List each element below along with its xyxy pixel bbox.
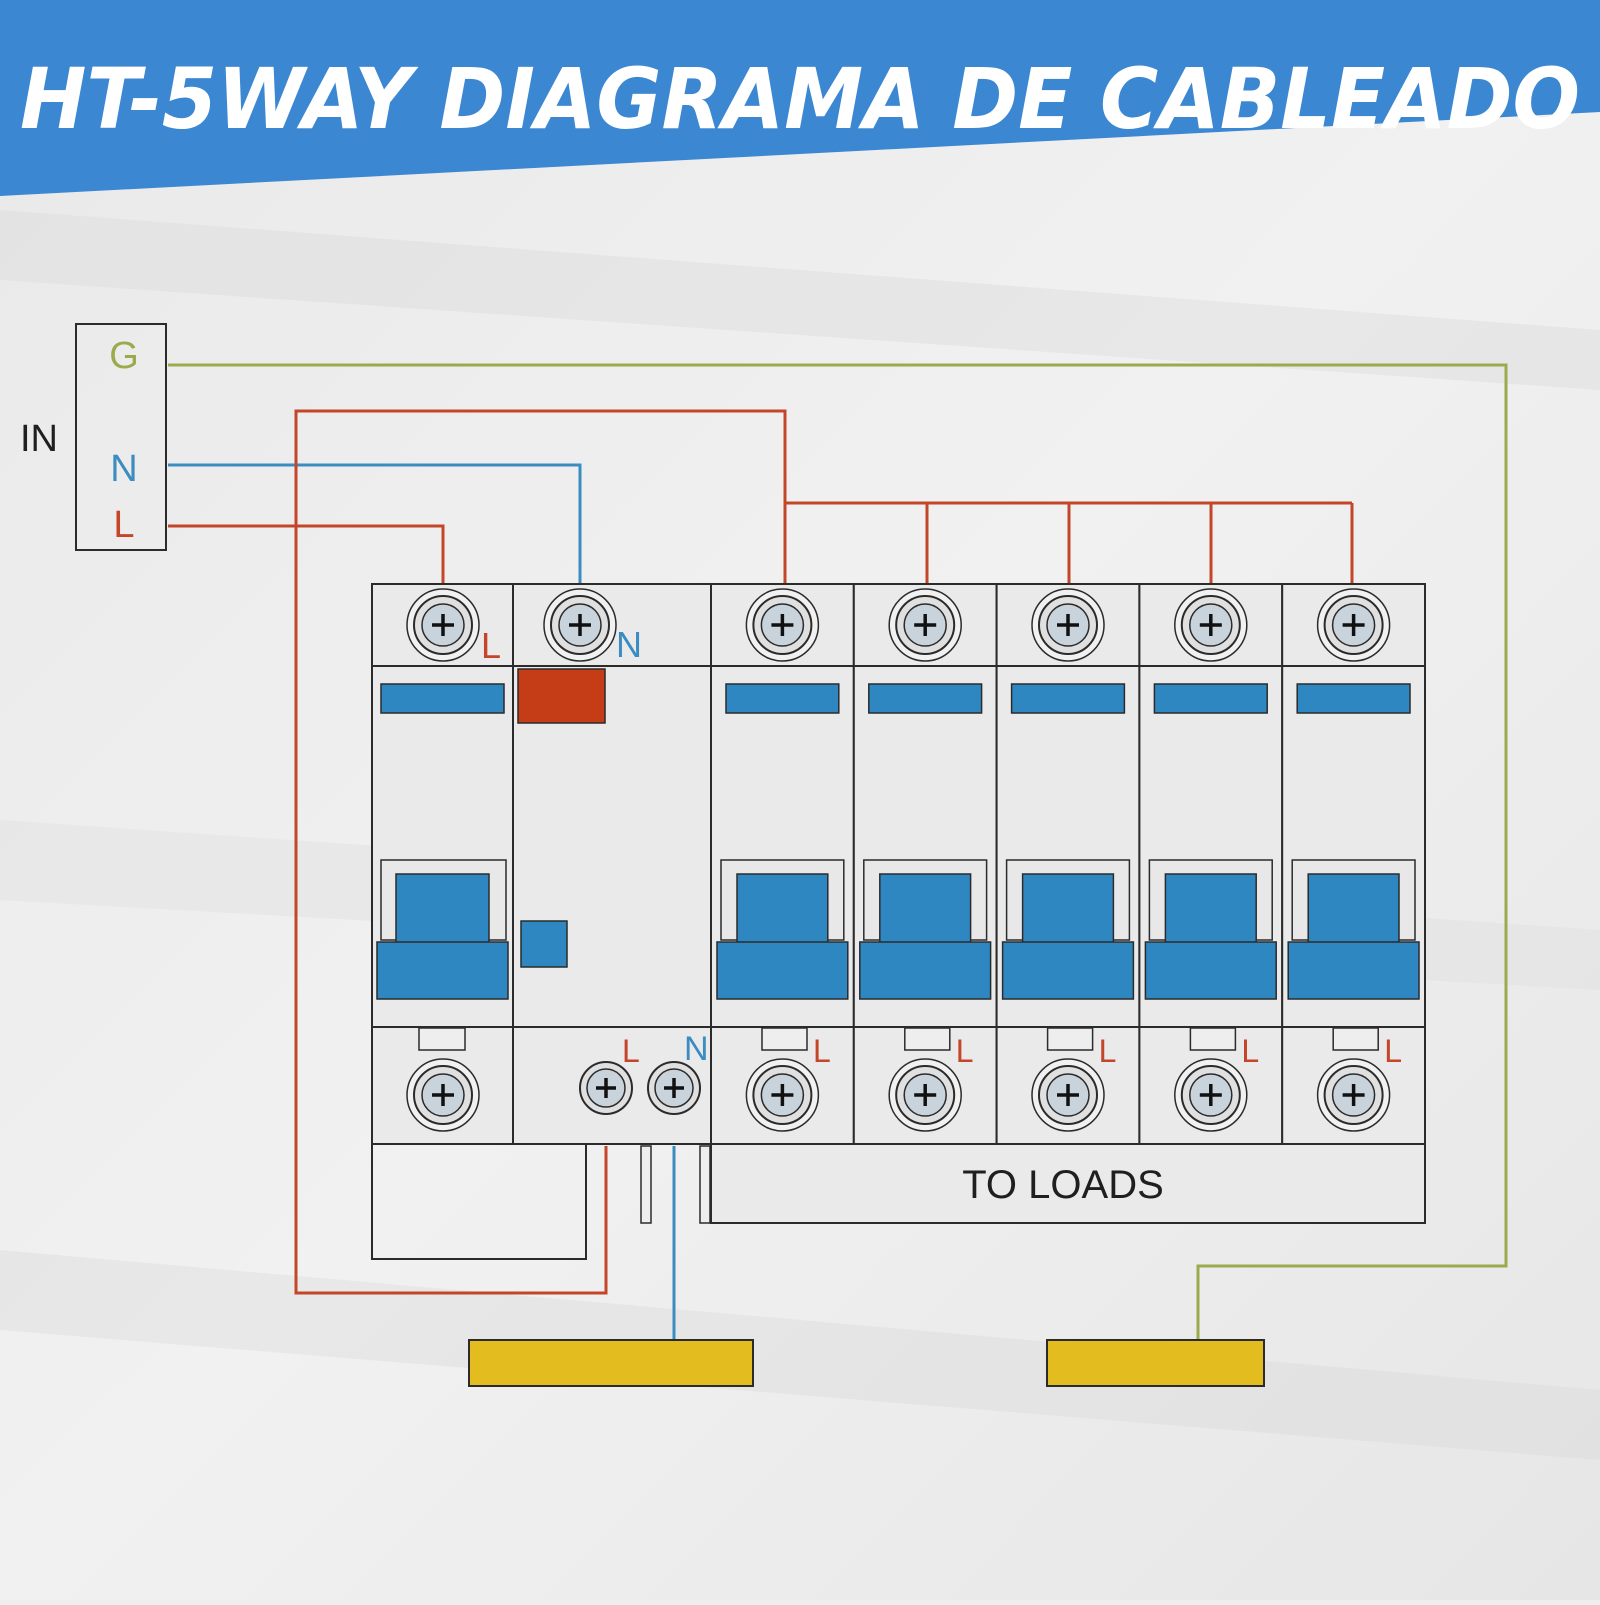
branch-bottom-label: L (1384, 1033, 1402, 1069)
branch-bottom-label: L (813, 1033, 831, 1069)
screw-terminal-icon (1316, 588, 1391, 662)
branch-bottom-label: L (1241, 1033, 1259, 1069)
screw-terminal-icon (406, 588, 480, 662)
screw-terminal-icon (1031, 1058, 1105, 1132)
breaker-label-strip (725, 683, 840, 714)
terminal-clip (761, 1027, 808, 1051)
screw-terminal-icon (745, 588, 820, 662)
screw-terminal-icon (745, 1058, 820, 1132)
screw-terminal-icon (579, 1061, 633, 1115)
branch-breaker: L (1281, 583, 1426, 1145)
rcd-output-lead (699, 1145, 711, 1224)
breaker-label-strip (1153, 683, 1268, 714)
screw-terminal-icon (1031, 588, 1105, 662)
wires (168, 363, 1508, 1340)
main-breaker-lower-box (371, 1143, 587, 1260)
rcd-bottom-label-neutral: N (684, 1030, 709, 1068)
toggle-base (1001, 941, 1135, 1000)
breaker-label-strip (868, 683, 983, 714)
breaker-label-strip (1010, 683, 1126, 714)
screw-terminal-icon (406, 1058, 480, 1132)
terminal-clip (1046, 1027, 1094, 1051)
toggle-lever[interactable] (1307, 873, 1400, 945)
toggle-lever[interactable] (395, 873, 490, 945)
ground-busbar (1046, 1339, 1265, 1387)
neutral-busbar (468, 1339, 754, 1387)
branch-bottom-label: L (1099, 1033, 1117, 1069)
terminal-clip (418, 1027, 466, 1051)
rcd-bottom-label-live: L (622, 1033, 640, 1069)
breaker-label-strip (380, 683, 505, 714)
branch-breaker: L (710, 583, 855, 1145)
ground-wire (168, 363, 1508, 1340)
rcd-output-lead (640, 1145, 652, 1224)
branch-bottom-label: L (956, 1033, 974, 1069)
branch-breaker: L (1138, 583, 1284, 1145)
main-breaker-top-label: L (481, 625, 501, 666)
toggle-lever[interactable] (736, 873, 829, 945)
screw-terminal-icon (1316, 1058, 1391, 1132)
page-title: HT-5WAY DIAGRAMA DE CABLEADO (20, 50, 1580, 148)
screw-terminal-icon (1174, 588, 1248, 662)
screw-terminal-icon (1174, 1058, 1248, 1132)
terminal-clip (904, 1027, 951, 1051)
live-loop-wire (294, 409, 787, 1295)
terminal-clip (1332, 1027, 1379, 1051)
toggle-base (716, 941, 849, 1000)
title-band (0, 0, 1600, 196)
screw-terminal-icon (543, 588, 617, 662)
toggle-base (1287, 941, 1420, 1000)
neutral-in-wire (168, 463, 582, 584)
branch-breaker: L (995, 583, 1141, 1145)
toggle-lever[interactable] (1021, 873, 1115, 945)
toggle-lever[interactable] (1164, 873, 1257, 945)
ground-terminal-label: G (109, 335, 139, 377)
rcd-module: N L N (512, 583, 712, 1145)
branch-breaker: L (852, 583, 998, 1145)
input-block (75, 323, 167, 551)
terminal-clip (1189, 1027, 1237, 1051)
rcd-test-button[interactable] (520, 920, 568, 968)
toggle-base (1144, 941, 1277, 1000)
live-terminal-label: L (113, 504, 134, 546)
toggle-lever[interactable] (879, 873, 972, 945)
live-in-wire (168, 524, 445, 584)
breaker-label-strip (1296, 683, 1411, 714)
toggle-base (376, 941, 509, 1000)
screw-terminal-icon (888, 588, 962, 662)
toggle-base (859, 941, 992, 1000)
screw-terminal-icon (647, 1061, 701, 1115)
screw-terminal-icon (888, 1058, 962, 1132)
rcd-top-label: N (616, 624, 642, 665)
loads-label: TO LOADS (962, 1163, 1164, 1207)
rcd-indicator (517, 668, 606, 724)
neutral-terminal-label: N (110, 448, 137, 490)
loads-box (710, 1143, 1426, 1224)
screw-terminals (406, 588, 1391, 1132)
input-label: IN (20, 418, 58, 460)
